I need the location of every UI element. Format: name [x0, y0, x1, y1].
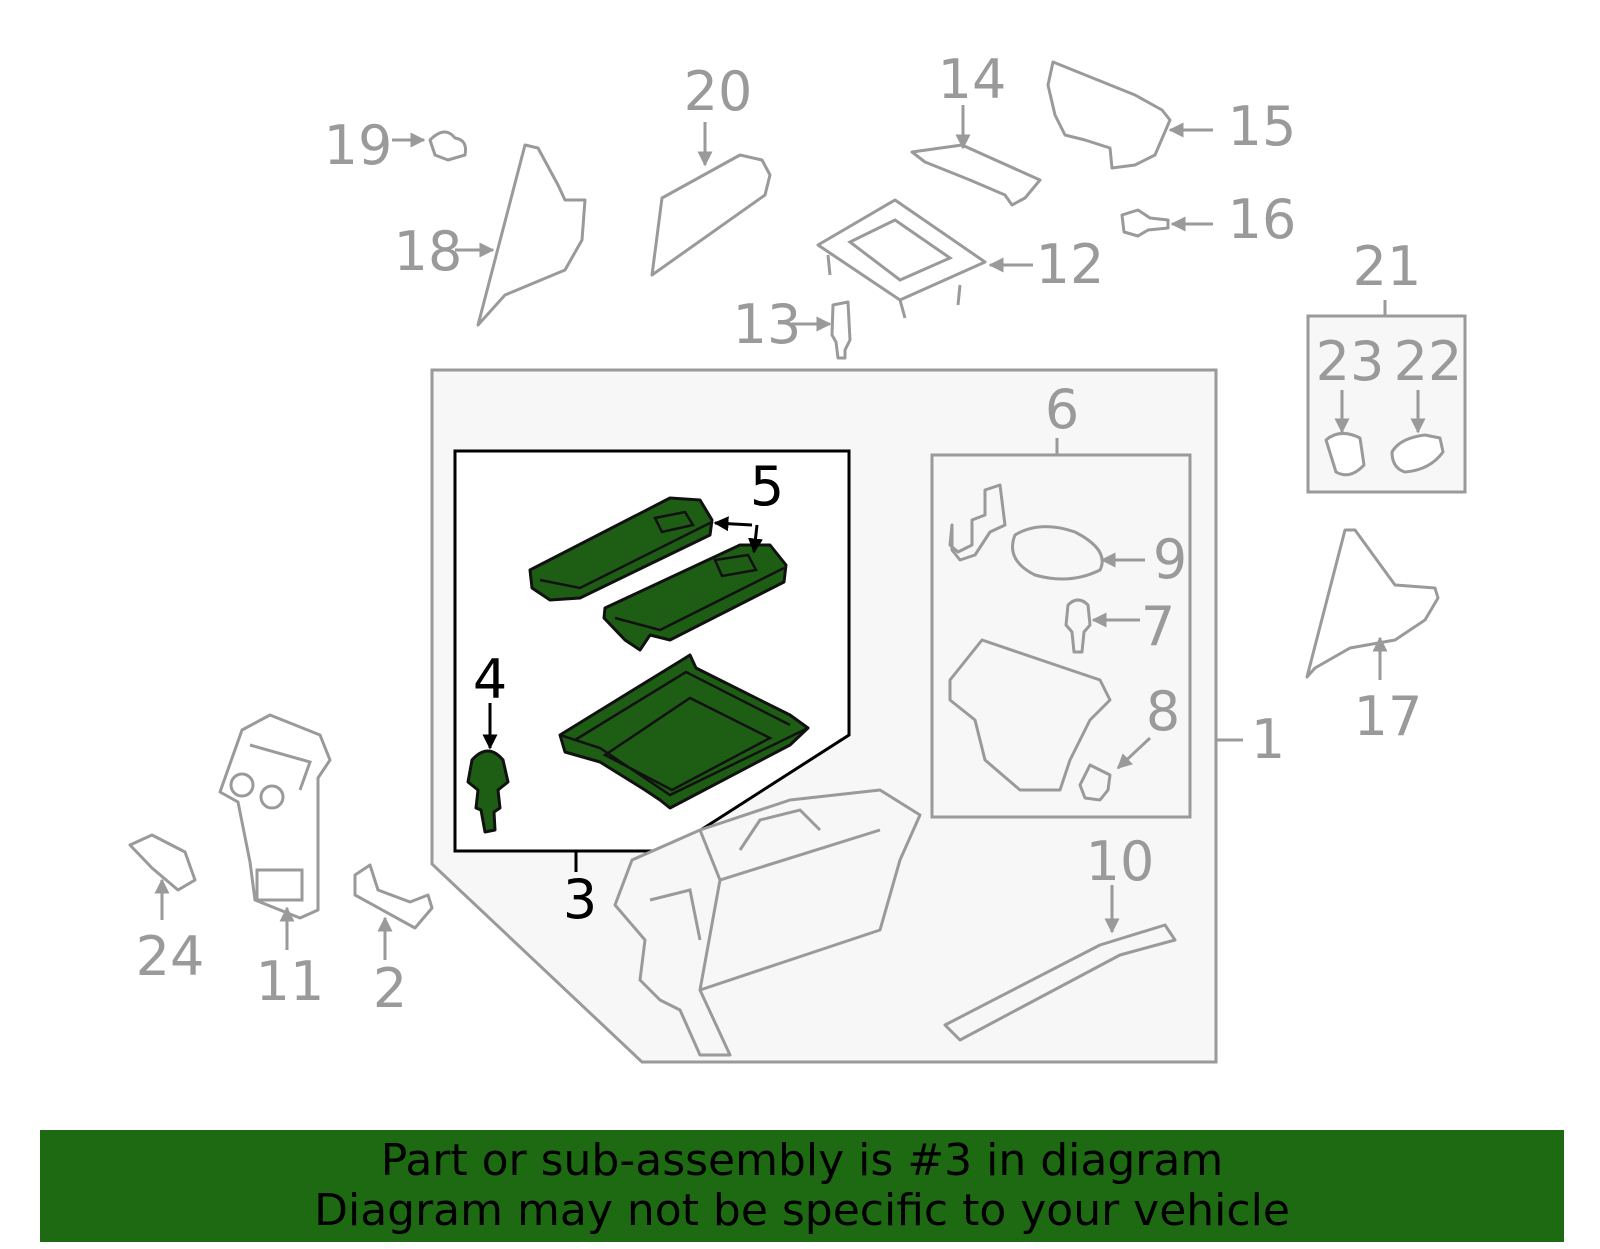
callout-3: 3 [563, 868, 597, 931]
callout-14: 14 [938, 48, 1007, 111]
rear-vent-panel-part [218, 713, 332, 920]
banner-line-2: Diagram may not be specific to your vehi… [314, 1185, 1290, 1236]
callout-5: 5 [750, 455, 784, 518]
plug-part [466, 749, 510, 834]
callout-13: 13 [733, 293, 802, 356]
storage-tray-part [558, 653, 810, 810]
bolt-part-16 [1120, 208, 1170, 238]
callout-15: 15 [1228, 95, 1297, 158]
panel-part-20 [650, 153, 772, 277]
cupholder-parts [948, 483, 1112, 802]
side-panel-part-18 [476, 143, 587, 327]
callout-23: 23 [1316, 330, 1385, 393]
callout-12: 12 [1036, 233, 1105, 296]
callout-21: 21 [1353, 235, 1422, 298]
callout-10: 10 [1086, 830, 1155, 893]
info-banner: Part or sub-assembly is #3 in diagram Di… [40, 1130, 1564, 1242]
callout-6: 6 [1045, 378, 1079, 441]
callout-4: 4 [473, 648, 507, 711]
callout-18: 18 [394, 220, 463, 283]
callout-19: 19 [324, 114, 393, 177]
clip-part-13 [830, 300, 852, 360]
callout-1: 1 [1251, 708, 1285, 771]
callout-7: 7 [1141, 595, 1175, 658]
callout-8: 8 [1146, 680, 1180, 743]
power-outlet-parts [1324, 432, 1445, 477]
bracket-part-2 [353, 863, 434, 930]
callout-9: 9 [1153, 528, 1187, 591]
highlight-leader-lines [482, 516, 763, 872]
callout-11: 11 [256, 950, 325, 1013]
tray-insert-part-12 [816, 198, 987, 319]
callout-20: 20 [684, 60, 753, 123]
armrest-lid-upper [528, 496, 714, 602]
cover-part-14 [910, 143, 1042, 207]
clip-part-24 [128, 833, 197, 892]
callout-17: 17 [1354, 685, 1423, 748]
callout-24: 24 [136, 925, 205, 988]
clip-part-19 [428, 130, 467, 162]
callout-16: 16 [1228, 188, 1297, 251]
leader-lines [154, 105, 1426, 960]
trim-strip-part [943, 923, 1177, 1042]
banner-line-1: Part or sub-assembly is #3 in diagram [380, 1135, 1224, 1186]
callout-2: 2 [373, 957, 407, 1020]
callout-22: 22 [1394, 330, 1463, 393]
console-body-part [613, 788, 922, 1057]
side-trim-panel-part [1305, 528, 1440, 679]
bracket-part-15 [1046, 60, 1172, 170]
